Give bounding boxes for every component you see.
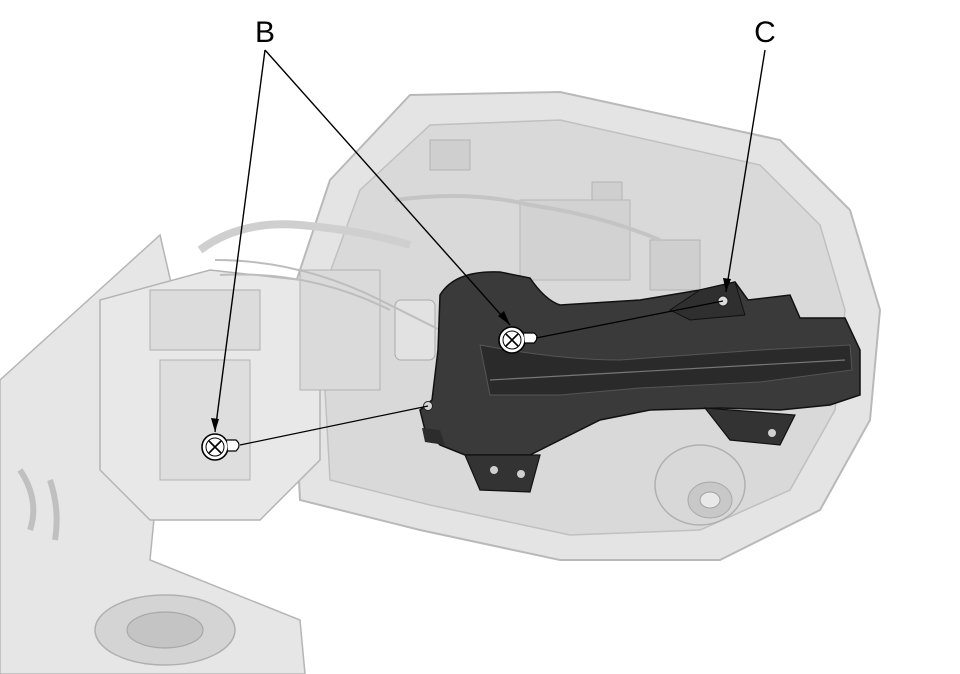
screw-b-upper (498, 326, 538, 354)
turn-signal-light (419, 271, 861, 493)
screw-b-lower (201, 433, 240, 461)
mirror-adjuster-motor (654, 444, 746, 526)
callout-leaders (211, 49, 766, 433)
installation-guide-lines (239, 300, 724, 446)
callout-label-c: C (754, 16, 776, 49)
callout-label-b: B (255, 16, 275, 49)
fold-motor-assembly (99, 220, 441, 521)
